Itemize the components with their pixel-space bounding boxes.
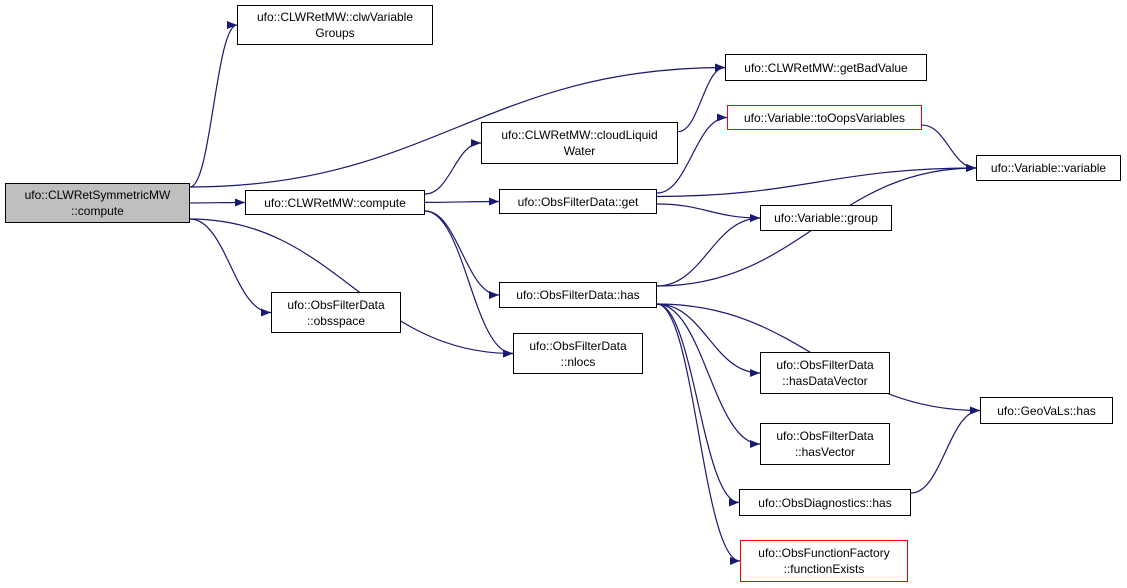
node-line: ufo::CLWRetMW::compute (264, 195, 406, 210)
node-line: ::hasDataVector (782, 374, 868, 388)
node-line: ufo::Variable::toOopsVariables (744, 110, 905, 125)
edge-compute-to-nlocs (424, 210, 514, 358)
node-clwretmw-compute[interactable]: ufo::CLWRetMW::compute (245, 190, 425, 215)
edge-compute-to-get (424, 197, 500, 206)
edge-compute-to-cloud_liquid (424, 139, 482, 195)
node-variable-group[interactable]: ufo::Variable::group (760, 205, 892, 231)
node-line: ufo::ObsFilterData (776, 429, 874, 443)
node-line: ::functionExists (783, 562, 865, 576)
node-line: ufo::CLWRetMW::clwVariable (256, 10, 414, 24)
edge-cloud_liquid-to-get_bad_value (677, 63, 726, 133)
node-obsfilterdata-nlocs[interactable]: ufo::ObsFilterData ::nlocs (513, 333, 643, 374)
node-line: ufo::Variable::group (774, 211, 878, 225)
edge-get-to-group (656, 203, 761, 222)
node-variable-variable[interactable]: ufo::Variable::variable (976, 155, 1121, 181)
edge-compute-to-has (424, 210, 500, 299)
node-clwretmw-cloudliquidwater[interactable]: ufo::CLWRetMW::cloudLiquid Water (481, 122, 678, 164)
node-obsfunctionfactory-functionexists[interactable]: ufo::ObsFunctionFactory ::functionExists (740, 540, 908, 582)
node-line: ufo::ObsDiagnostics::has (758, 495, 892, 510)
node-line: ufo::ObsFilterData (776, 358, 874, 372)
edge-get-to-to_oops (656, 113, 728, 194)
node-line: ufo::ObsFilterData::has (516, 288, 640, 302)
node-obsdiagnostics-has[interactable]: ufo::ObsDiagnostics::has (739, 489, 911, 516)
edge-obsdiag_has-to-geovals_has (910, 406, 981, 494)
node-variable-tooopsvariables[interactable]: ufo::Variable::toOopsVariables (727, 105, 922, 130)
edge-has-to-group (656, 214, 761, 287)
node-obsfilterdata-hasvector[interactable]: ufo::ObsFilterData ::hasVector (760, 423, 890, 465)
node-clwretmw-clwvariablegroups[interactable]: ufo::CLWRetMW::clwVariable Groups (237, 5, 433, 45)
edge-has-to-has_data_vector (656, 303, 761, 377)
node-line: ufo::ObsFilterData (287, 297, 385, 312)
edge-has-to-has_vector (656, 303, 761, 448)
node-geovals-has[interactable]: ufo::GeoVaLs::has (980, 397, 1113, 424)
edge-root-to-get_bad_value (189, 63, 726, 188)
edge-root-to-obsspace (189, 218, 272, 317)
edge-get-to-variable (656, 164, 977, 198)
node-clwretsymmetricmw-compute[interactable]: ufo::CLWRetSymmetricMW ::compute (5, 183, 190, 223)
node-line: ufo::CLWRetSymmetricMW (24, 188, 171, 202)
node-clwretmw-getbadvalue[interactable]: ufo::CLWRetMW::getBadValue (725, 54, 927, 81)
edge-has-to-obsdiag_has (656, 303, 740, 507)
edge-to_oops-to-variable (921, 124, 977, 172)
node-line: ufo::ObsFilterData::get (517, 194, 639, 209)
node-line: Water (563, 144, 596, 158)
node-line: ufo::ObsFunctionFactory (758, 546, 890, 560)
node-line: ::hasVector (794, 445, 856, 459)
node-line: ::compute (71, 204, 124, 218)
node-line: ufo::CLWRetMW::cloudLiquid (501, 128, 658, 142)
node-line: ufo::CLWRetMW::getBadValue (744, 60, 908, 75)
node-line: ufo::Variable::variable (990, 161, 1107, 175)
node-line: ufo::ObsFilterData (529, 338, 627, 353)
edge-root-to-nlocs (189, 218, 514, 358)
node-obsfilterdata-has[interactable]: ufo::ObsFilterData::has (499, 282, 657, 308)
edge-root-to-clw_groups (189, 21, 238, 188)
node-line: Groups (315, 26, 355, 40)
node-obsfilterdata-hasdatavector[interactable]: ufo::ObsFilterData ::hasDataVector (760, 352, 890, 394)
node-obsfilterdata-get[interactable]: ufo::ObsFilterData::get (499, 189, 657, 214)
edge-has-to-function_exists (656, 303, 741, 565)
node-line: ::nlocs (560, 354, 596, 369)
node-obsfilterdata-obsspace[interactable]: ufo::ObsFilterData ::obsspace (271, 292, 401, 333)
node-line: ufo::GeoVaLs::has (997, 403, 1096, 418)
node-line: ::obsspace (306, 313, 366, 328)
